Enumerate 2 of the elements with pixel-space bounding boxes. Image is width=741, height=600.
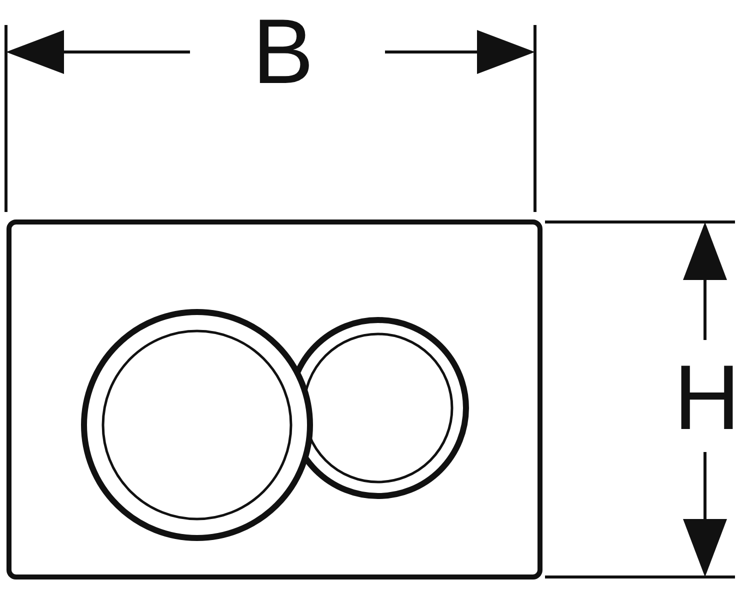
dimension-label: B — [252, 6, 314, 98]
dimension-label: H — [674, 352, 740, 444]
